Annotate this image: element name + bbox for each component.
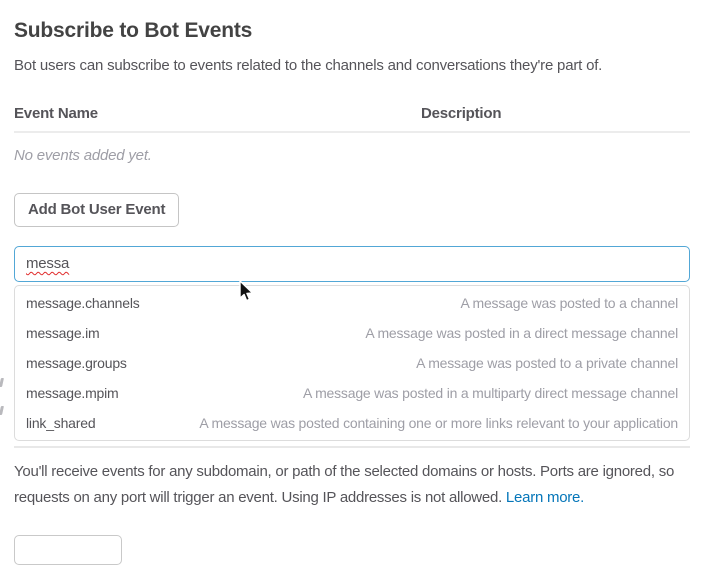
suggestion-description: A message was posted in a direct message… bbox=[365, 325, 678, 341]
suggestion-item-message-mpim[interactable]: message.mpim A message was posted in a m… bbox=[15, 378, 689, 408]
suggestion-description: A message was posted to a channel bbox=[460, 295, 678, 311]
event-search-input-value: messa bbox=[26, 255, 70, 272]
empty-state-text: No events added yet. bbox=[14, 147, 152, 164]
suggestion-description: A message was posted to a private channe… bbox=[416, 355, 678, 371]
footer-note: You'll receive events for any subdomain,… bbox=[14, 459, 690, 511]
section-divider bbox=[14, 446, 690, 448]
footer-note-text: You'll receive events for any subdomain,… bbox=[14, 463, 675, 506]
event-suggestions-dropdown: message.channels A message was posted to… bbox=[14, 285, 690, 441]
suggestion-description: A message was posted in a multiparty dir… bbox=[303, 385, 678, 401]
page-subtitle: Bot users can subscribe to events relate… bbox=[14, 57, 603, 74]
suggestion-name: link_shared bbox=[26, 415, 96, 431]
column-header-event-name: Event Name bbox=[14, 105, 98, 122]
suggestion-name: message.mpim bbox=[26, 385, 119, 401]
suggestion-name: message.groups bbox=[26, 355, 127, 371]
learn-more-link[interactable]: Learn more. bbox=[505, 489, 585, 506]
subscribe-bot-events-section: Subscribe to Bot Events Bot users can su… bbox=[0, 19, 711, 568]
suggestion-item-message-im[interactable]: message.im A message was posted in a dir… bbox=[15, 318, 689, 348]
page-title: Subscribe to Bot Events bbox=[14, 19, 253, 42]
suggestion-item-message-channels[interactable]: message.channels A message was posted to… bbox=[15, 288, 689, 318]
suggestion-item-link-shared[interactable]: link_shared A message was posted contain… bbox=[15, 408, 689, 438]
event-search-input[interactable]: messa bbox=[14, 246, 690, 282]
suggestion-description: A message was posted containing one or m… bbox=[199, 415, 678, 431]
suggestion-item-message-groups[interactable]: message.groups A message was posted to a… bbox=[15, 348, 689, 378]
events-table-header: Event Name Description bbox=[14, 105, 690, 122]
suggestion-name: message.channels bbox=[26, 295, 140, 311]
partial-bottom-button[interactable] bbox=[14, 535, 122, 565]
suggestion-name: message.im bbox=[26, 325, 100, 341]
add-bot-user-event-button[interactable]: Add Bot User Event bbox=[14, 193, 180, 227]
table-header-divider bbox=[14, 131, 690, 133]
column-header-description: Description bbox=[421, 105, 502, 122]
